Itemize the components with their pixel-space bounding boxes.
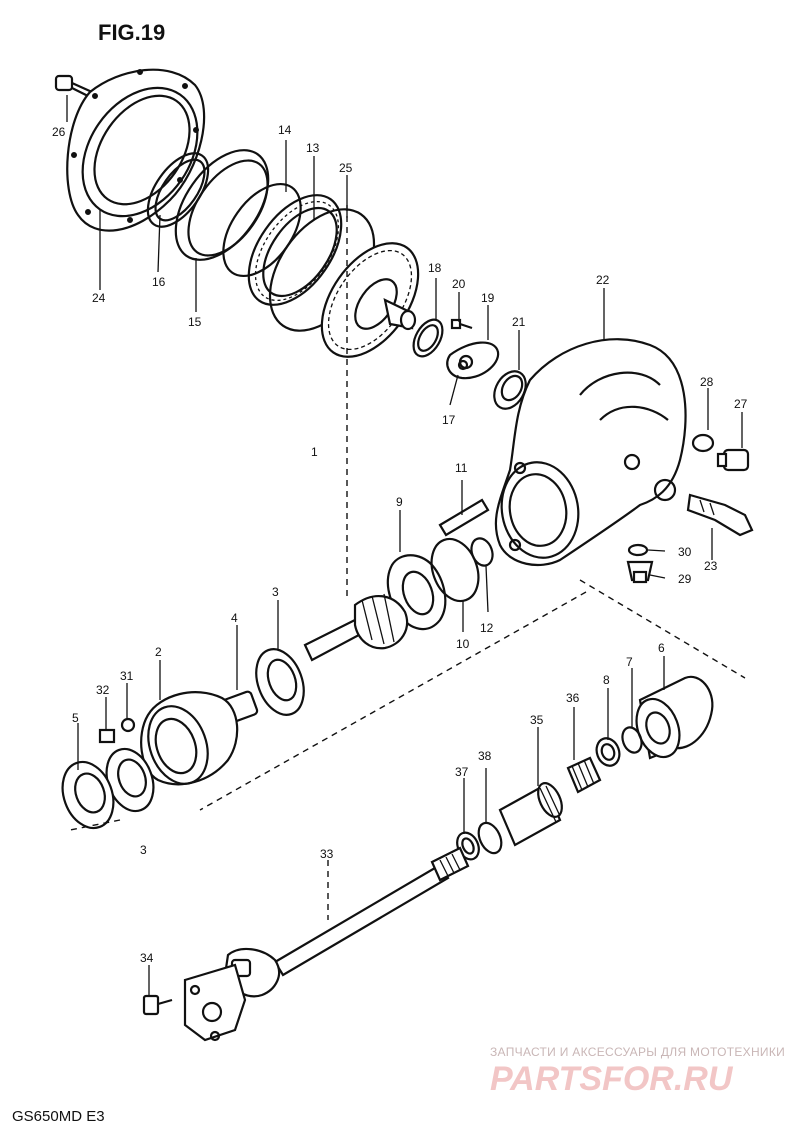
part-15-seal[interactable] xyxy=(157,134,287,277)
watermark-tagline: ЗАПЧАСТИ И АКСЕССУАРЫ ДЛЯ МОТОТЕХНИКИ xyxy=(490,1045,785,1059)
callout-30: 30 xyxy=(678,545,692,559)
callout-18: 18 xyxy=(428,261,442,275)
part-2-bearing-housing[interactable] xyxy=(138,691,239,792)
part-34-bolt[interactable] xyxy=(142,994,173,1016)
callout-35: 35 xyxy=(530,713,544,727)
callout-29: 29 xyxy=(678,572,692,586)
callout-28: 28 xyxy=(700,375,714,389)
part-19-retainer-plate[interactable] xyxy=(446,341,500,380)
callout-9: 9 xyxy=(396,495,403,509)
part-27-plug-bolt[interactable] xyxy=(716,448,750,472)
watermark: ЗАПЧАСТИ И АКСЕССУАРЫ ДЛЯ МОТОТЕХНИКИ PA… xyxy=(490,1045,785,1098)
callout-25: 25 xyxy=(339,161,353,175)
figure-title: FIG.19 xyxy=(98,20,165,45)
part-32-nut[interactable] xyxy=(98,728,116,744)
callout-2: 2 xyxy=(155,645,162,659)
callout-21: 21 xyxy=(512,315,526,329)
callout-38: 38 xyxy=(478,749,492,763)
callout-8: 8 xyxy=(603,673,610,687)
callout-32: 32 xyxy=(96,683,110,697)
part-24-cover-plate[interactable] xyxy=(59,66,221,238)
callout-7: 7 xyxy=(626,655,633,669)
callout-24: 24 xyxy=(92,291,106,305)
part-7-washer[interactable] xyxy=(619,725,645,756)
part-3-bearing-upper[interactable] xyxy=(248,643,313,722)
callout-26: 26 xyxy=(52,125,66,139)
part-36-spring[interactable] xyxy=(566,756,602,794)
callout-3-lower: 3 xyxy=(140,843,147,857)
part-28-washer[interactable] xyxy=(691,433,715,453)
callout-4: 4 xyxy=(231,611,238,625)
watermark-brand: PARTSFOR.RU xyxy=(490,1060,734,1098)
ring-gear[interactable] xyxy=(302,226,438,374)
part-38-circlip[interactable] xyxy=(474,819,506,856)
callout-11: 11 xyxy=(455,461,468,475)
part-23-stud[interactable] xyxy=(686,493,754,537)
callout-6: 6 xyxy=(658,641,665,655)
part-29-plug[interactable] xyxy=(626,560,654,584)
callout-10: 10 xyxy=(456,637,470,651)
callout-3-upper: 3 xyxy=(272,585,279,599)
part-17-nut[interactable] xyxy=(457,359,469,371)
callout-20: 20 xyxy=(452,277,466,291)
callout-12: 12 xyxy=(480,621,494,635)
callout-19: 19 xyxy=(481,291,495,305)
callout-17: 17 xyxy=(442,413,456,427)
callout-31: 31 xyxy=(120,669,134,683)
callout-13: 13 xyxy=(306,141,320,155)
part-35-joint[interactable] xyxy=(498,779,567,847)
callout-22: 22 xyxy=(596,273,610,287)
part-18-ring[interactable] xyxy=(408,315,449,362)
model-code: GS650MD E3 xyxy=(12,1108,105,1125)
callout-1: 1 xyxy=(311,445,318,459)
part-20-screw[interactable] xyxy=(450,318,473,330)
callout-15: 15 xyxy=(188,315,202,329)
part-30-washer[interactable] xyxy=(627,543,649,557)
callout-23: 23 xyxy=(704,559,718,573)
part-12-o-ring[interactable] xyxy=(468,535,496,568)
part-8-nut[interactable] xyxy=(593,735,623,769)
callout-16: 16 xyxy=(152,275,166,289)
part-5-oil-seal[interactable] xyxy=(54,755,122,835)
part-26-bolt[interactable] xyxy=(54,74,93,98)
pinion-gear[interactable] xyxy=(303,593,409,662)
leader-lines xyxy=(66,95,743,996)
callout-14: 14 xyxy=(278,123,292,137)
callout-labels: 26 24 16 15 14 13 25 18 20 19 21 22 17 1… xyxy=(52,123,748,965)
callout-33: 33 xyxy=(320,847,334,861)
part-33-drive-shaft[interactable] xyxy=(183,846,470,1042)
callout-36: 36 xyxy=(566,691,580,705)
part-22-gear-case[interactable] xyxy=(494,338,687,567)
callout-27: 27 xyxy=(734,397,748,411)
part-11-dowel-pin[interactable] xyxy=(438,498,490,537)
callout-37: 37 xyxy=(455,765,469,779)
callout-5: 5 xyxy=(72,711,79,725)
assembly-lines xyxy=(69,205,746,920)
callout-34: 34 xyxy=(140,951,154,965)
part-31-washer[interactable] xyxy=(120,717,136,733)
part-6-coupling[interactable] xyxy=(629,675,714,763)
